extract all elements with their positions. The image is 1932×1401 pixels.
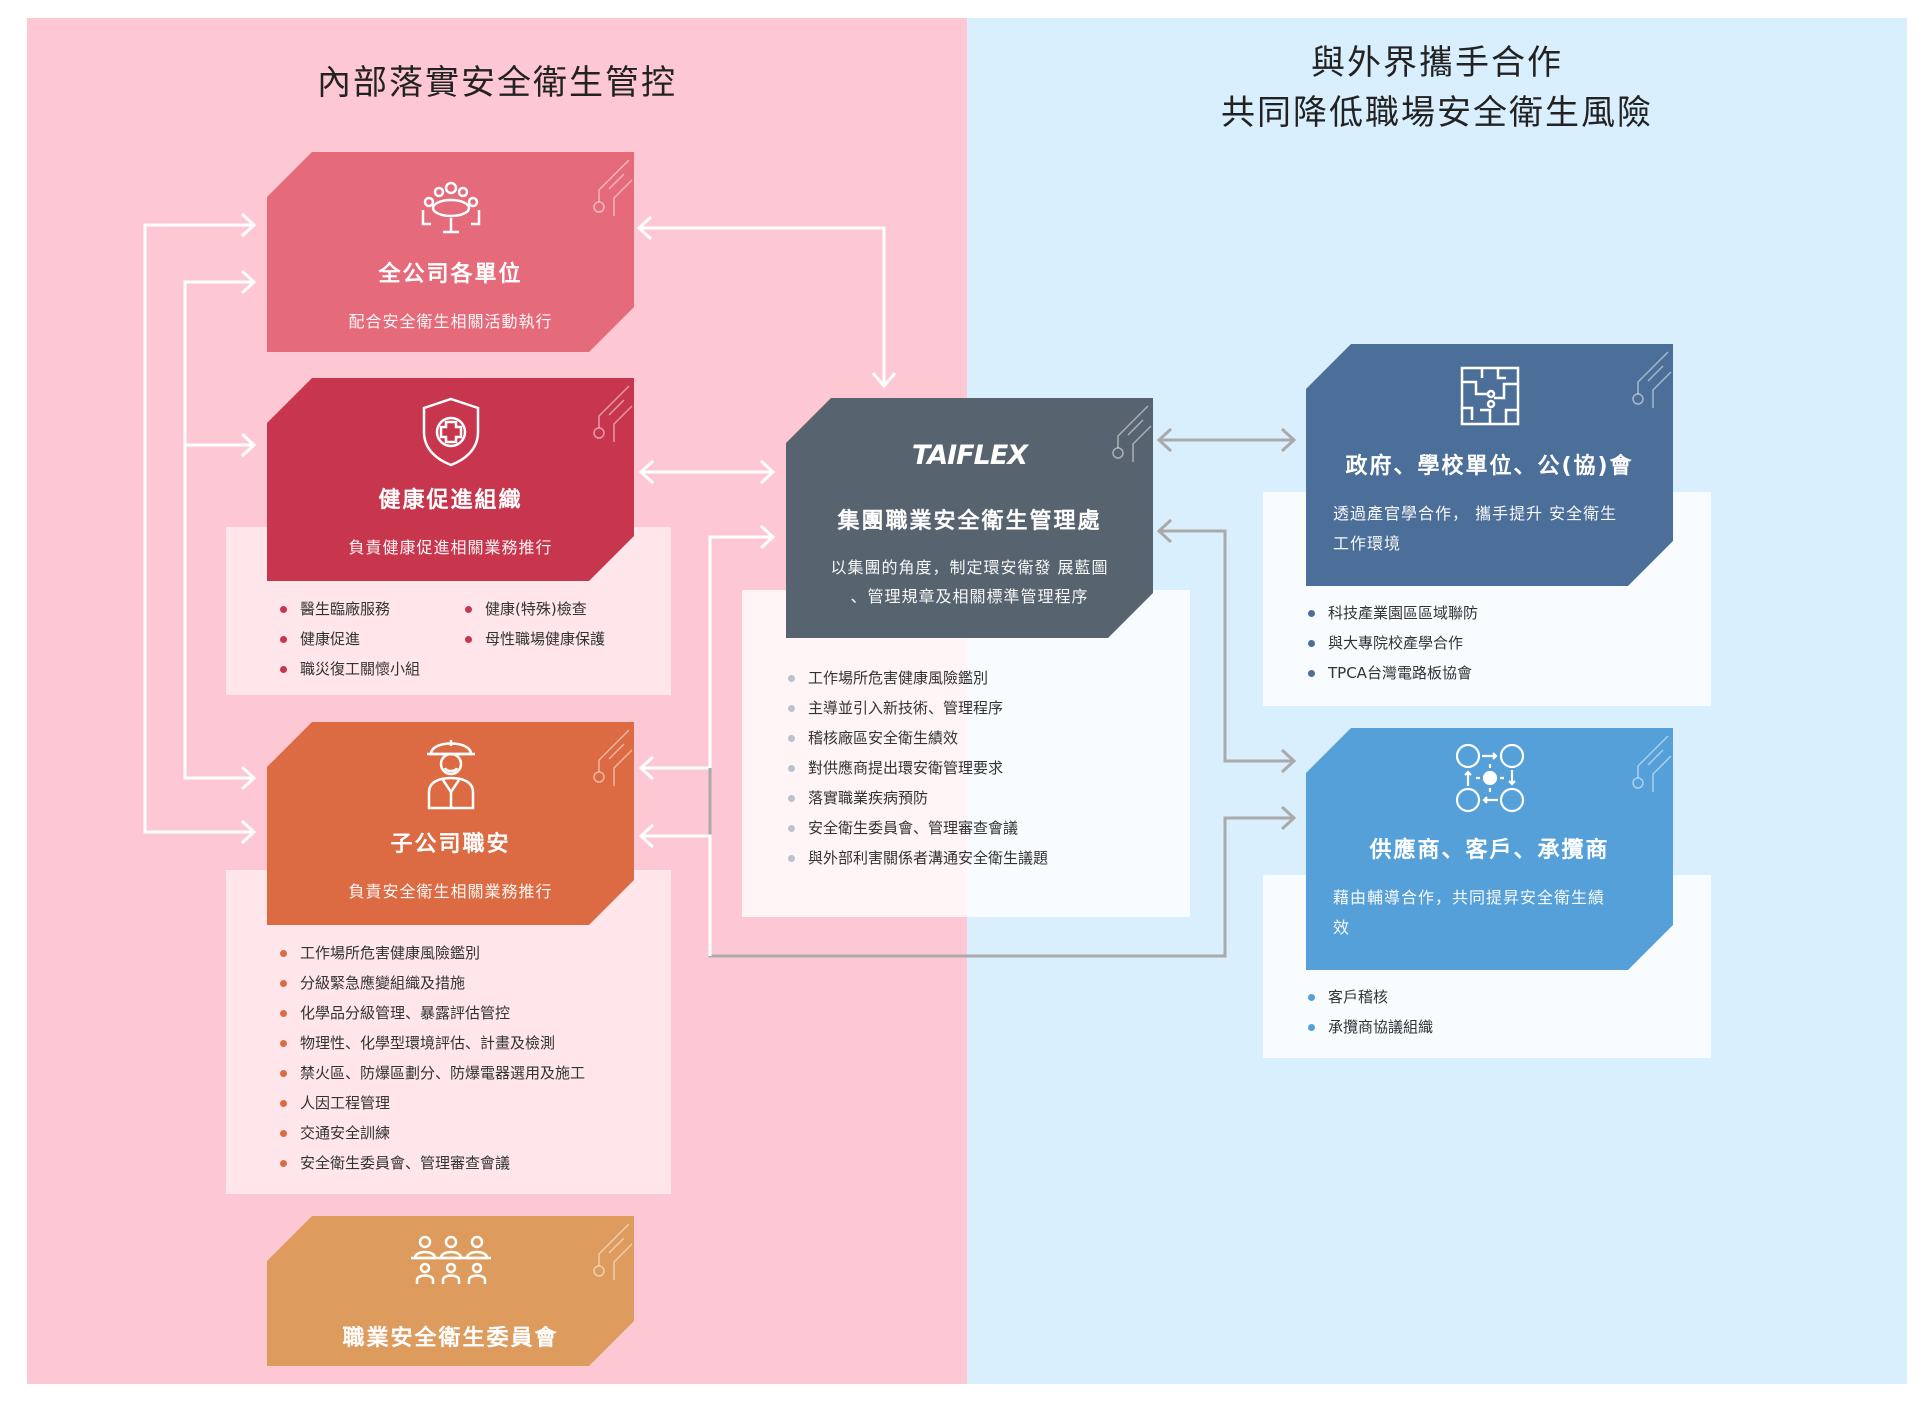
list-item: 人因工程管理	[278, 1088, 585, 1118]
supplier-card: 供應商、客戶、承攬商 藉由輔導合作，共同提昇安全衛生績 效	[1306, 728, 1673, 970]
center-title: 集團職業安全衛生管理處	[837, 509, 1102, 534]
list-item: 安全衛生委員會、管理審查會議	[278, 1148, 585, 1178]
center-items: 工作場所危害健康風險鑑別 主導並引入新技術、管理程序 稽核廠區安全衛生績效 對供…	[786, 663, 1048, 873]
government-title: 政府、學校單位、公(協)會	[1345, 454, 1634, 479]
circuit-decoration-icon	[1593, 728, 1673, 808]
list-item: 交通安全訓練	[278, 1118, 585, 1148]
list-item: 承攬商協議組織	[1306, 1012, 1433, 1042]
list-item: 主導並引入新技術、管理程序	[786, 693, 1048, 723]
circuit-decoration-icon	[554, 378, 634, 458]
inner-bracket-line	[183, 280, 252, 780]
list-item: 對供應商提出環安衛管理要求	[786, 753, 1048, 783]
external-panel-title: 與外界攜手合作 共同降低職場安全衛生風險	[967, 38, 1907, 138]
taiflex-logo: TAIFLEX	[911, 440, 1028, 471]
supplier-desc-line2: 效	[1333, 918, 1351, 937]
list-item: 稽核廠區安全衛生績效	[786, 723, 1048, 753]
government-items: 科技產業園區區域聯防 與大專院校產學合作 TPCA台灣電路板協會	[1306, 598, 1478, 688]
health-desc: 負責健康促進相關業務推行	[348, 538, 553, 557]
center-detail-box	[742, 590, 1190, 917]
outer-bracket-line	[143, 223, 252, 834]
all-units-desc: 配合安全衛生相關活動執行	[348, 312, 553, 331]
all-units-title: 全公司各單位	[378, 262, 523, 287]
health-items-col2: 健康(特殊)檢查 母性職場健康保護	[463, 594, 605, 654]
list-item: 與外部利害關係者溝通安全衛生議題	[786, 843, 1048, 873]
list-item: 安全衛生委員會、管理審查會議	[786, 813, 1048, 843]
subsidiary-desc: 負責安全衛生相關業務推行	[348, 882, 553, 901]
internal-panel-title: 內部落實安全衛生管控	[317, 63, 677, 103]
health-card: 健康促進組織 負責健康促進相關業務推行	[267, 378, 634, 581]
circuit-decoration-icon	[1593, 344, 1673, 424]
shield-cross-icon	[418, 396, 484, 468]
circuit-decoration-icon	[554, 152, 634, 232]
list-item: 與大專院校產學合作	[1306, 628, 1478, 658]
list-item: 工作場所危害健康風險鑑別	[278, 938, 585, 968]
center-desc-line1: 以集團的角度，制定環安衛發 展藍圖	[830, 558, 1109, 577]
supplier-desc-line1: 藉由輔導合作，共同提昇安全衛生績	[1333, 888, 1606, 907]
committee-people-icon	[409, 1234, 493, 1286]
all-units-card: 全公司各單位 配合安全衛生相關活動執行	[267, 152, 634, 352]
list-item: 化學品分級管理、暴露評估管控	[278, 998, 585, 1028]
center-supplier-line	[1160, 529, 1293, 763]
subsidiary-center-line	[642, 535, 772, 770]
subsidiary-title: 子公司職安	[390, 832, 511, 857]
supply-cycle-icon	[1454, 742, 1526, 814]
list-item: 健康促進	[278, 624, 420, 654]
government-desc-line1: 透過產官學合作， 攜手提升 安全衛生	[1333, 504, 1618, 523]
committee-card: 職業安全衛生委員會	[267, 1216, 634, 1366]
subsidiary-items: 工作場所危害健康風險鑑別 分級緊急應變組織及措施 化學品分級管理、暴露評估管控 …	[278, 938, 585, 1178]
list-item: 科技產業園區區域聯防	[1306, 598, 1478, 628]
center-desc-line2: 、管理規章及相關標準管理程序	[850, 587, 1089, 606]
list-item: 健康(特殊)檢查	[463, 594, 605, 624]
supplier-items: 客戶稽核 承攬商協議組織	[1306, 982, 1433, 1042]
list-item: 物理性、化學型環境評估、計畫及檢測	[278, 1028, 585, 1058]
supplier-title: 供應商、客戶、承攬商	[1369, 838, 1610, 863]
list-item: 職災復工關懷小組	[278, 654, 420, 684]
external-title-line1: 與外界攜手合作	[1311, 43, 1563, 83]
government-desc-line2: 工作環境	[1333, 534, 1402, 553]
health-title: 健康促進組織	[378, 488, 523, 513]
external-title-line2: 共同降低職場安全衛生風險	[1221, 93, 1653, 133]
subsidiary-card: 子公司職安 負責安全衛生相關業務推行	[267, 722, 634, 925]
circuit-board-icon	[1458, 364, 1522, 428]
list-item: 母性職場健康保護	[463, 624, 605, 654]
list-item: 醫生臨廠服務	[278, 594, 420, 624]
all-units-center-line	[640, 226, 886, 384]
center-card: TAIFLEX 集團職業安全衛生管理處 以集團的角度，制定環安衛發 展藍圖 、管…	[786, 398, 1153, 638]
list-item: 工作場所危害健康風險鑑別	[786, 663, 1048, 693]
meeting-table-icon	[415, 180, 487, 236]
list-item: TPCA台灣電路板協會	[1306, 658, 1478, 688]
helmet-worker-icon	[423, 732, 479, 812]
circuit-decoration-icon	[554, 1216, 634, 1296]
circuit-decoration-icon	[1073, 398, 1153, 478]
government-card: 政府、學校單位、公(協)會 透過產官學合作， 攜手提升 安全衛生 工作環境	[1306, 344, 1673, 586]
list-item: 落實職業疾病預防	[786, 783, 1048, 813]
committee-title: 職業安全衛生委員會	[342, 1326, 559, 1351]
list-item: 分級緊急應變組織及措施	[278, 968, 585, 998]
list-item: 禁火區、防爆區劃分、防爆電器選用及施工	[278, 1058, 585, 1088]
list-item: 客戶稽核	[1306, 982, 1433, 1012]
health-items-col1: 醫生臨廠服務 健康促進 職災復工關懷小組	[278, 594, 420, 684]
circuit-decoration-icon	[554, 722, 634, 802]
